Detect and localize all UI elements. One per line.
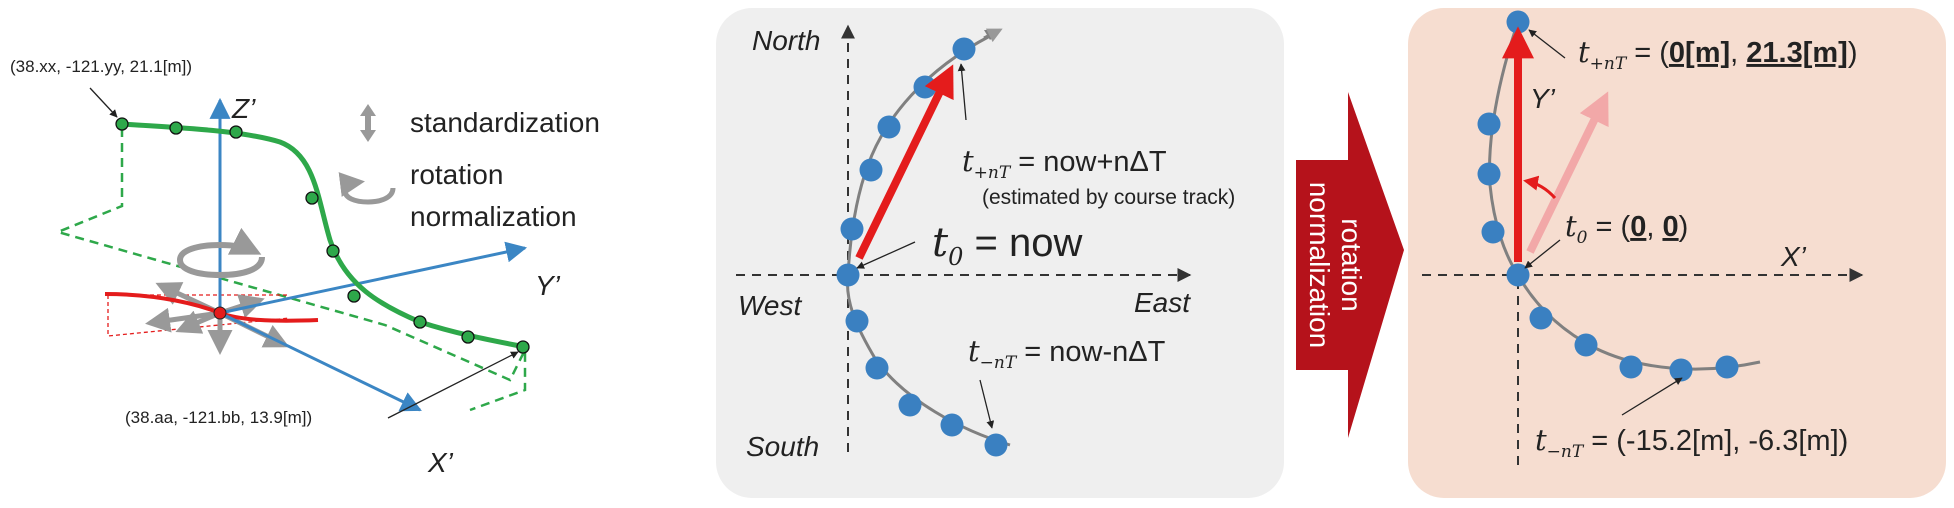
z-axis-label: Z’: [231, 93, 256, 124]
middle-panel-background: [716, 8, 1284, 498]
end-coord-label: (38.aa, -121.bb, 13.9[m]): [125, 408, 312, 427]
original-heading-vector: [1526, 91, 1609, 254]
east-label: East: [1134, 287, 1191, 318]
standardization-label: standardization: [410, 107, 600, 138]
north-label: North: [752, 25, 820, 56]
transition-label-line1: rotation: [1336, 218, 1367, 311]
now-position-label: t0 = (0, 0): [1565, 209, 1688, 248]
vertical-double-arrow-icon: [360, 104, 376, 142]
middle-panel: North South West East t+nT = now+nΔT (es…: [716, 8, 1284, 498]
now-time-label: t0 = now: [932, 220, 1082, 271]
rotation-label-line2: normalization: [410, 201, 577, 232]
origin-point: [213, 306, 227, 320]
south-label: South: [746, 431, 819, 462]
y-prime-label: Y’: [1530, 83, 1556, 114]
green-3d-path: [121, 121, 526, 350]
rotation-normalization-arrow: rotation normalization: [1296, 92, 1404, 438]
future-time-label: t+nT = now+nΔT: [962, 144, 1167, 183]
origin-rotation-icon: [176, 227, 265, 279]
start-coord-callout-arrow: [89, 87, 118, 118]
heading-vector: [855, 64, 954, 260]
past-callout-arrow: [979, 379, 995, 429]
past-callout-arrow-right: [1621, 377, 1683, 416]
west-label: West: [738, 290, 802, 321]
future-callout-arrow-right: [1528, 29, 1566, 59]
transition-label-line2: normalization: [1304, 182, 1335, 349]
end-coord-callout-arrow: [387, 351, 519, 419]
y-axis-line: [219, 241, 528, 315]
rotation-arc-icon: [1523, 175, 1557, 200]
past-time-label: t−nT = now-nΔT: [968, 334, 1166, 373]
now-callout-arrow: [856, 241, 916, 269]
future-position-label: t+nT = (0[m], 21.3[m]): [1578, 35, 1858, 74]
normalized-points: [1477, 10, 1739, 382]
green-path-points: [115, 117, 530, 354]
right-panel-background: [1408, 8, 1946, 498]
x-prime-label: X’: [1780, 241, 1807, 272]
rotation-label-line1: rotation: [410, 159, 503, 190]
y-axis-label: Y’: [535, 270, 561, 301]
ground-projection-dashed: [54, 128, 527, 412]
future-estimate-note: (estimated by course track): [982, 186, 1235, 209]
x-axis-label: X’: [427, 447, 454, 478]
rotate-arrow-icon: [338, 172, 396, 205]
start-coord-label: (38.xx, -121.yy, 21.1[m]): [10, 57, 192, 76]
x-axis-line: [219, 311, 422, 412]
right-panel: Y’ X’ t+nT = (0[m], 21.3[m]) t0 = (0, 0)…: [1408, 8, 1946, 498]
left-3d-panel: (38.xx, -121.yy, 21.1[m]) (38.aa, -121.b…: [10, 57, 600, 478]
now-callout-arrow-right: [1524, 239, 1561, 269]
past-position-label: t−nT = (-15.2[m], -6.3[m]): [1535, 423, 1848, 462]
future-callout-arrow: [957, 63, 967, 121]
